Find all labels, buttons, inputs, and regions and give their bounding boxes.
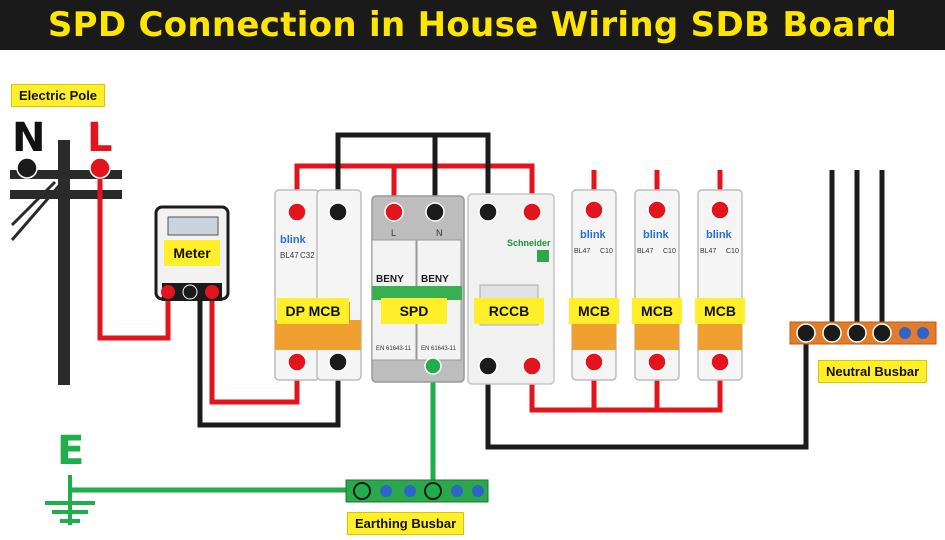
- wire-line-rccb-mcbs: [529, 362, 723, 413]
- mcb-1-body: blink BL47 C10: [571, 189, 617, 381]
- mcb-3-body: blink BL47 C10: [697, 189, 743, 381]
- line-letter: L: [87, 115, 113, 161]
- meter-label: Meter: [164, 240, 220, 266]
- mcb-3-label: MCB: [695, 298, 745, 324]
- spd-body: BENY BENY L N EN 61643-11 EN 61643-11: [371, 195, 465, 383]
- mcb-2-label: MCB: [632, 298, 682, 324]
- spd-pole-n: N: [436, 228, 443, 238]
- spd-brand-left: BENY: [376, 274, 404, 285]
- earth-letter: E: [57, 428, 85, 474]
- mcb-3-rating: C10: [726, 248, 739, 255]
- dp-mcb-brand: blink: [280, 234, 307, 246]
- wire-line-dpmcb-top: [294, 163, 397, 212]
- mcb-3-brand: blink: [706, 229, 733, 241]
- dp-mcb-model: BL47: [280, 251, 299, 260]
- mcb-1-label: MCB: [569, 298, 619, 324]
- rccb-label: RCCB: [474, 298, 544, 324]
- electric-pole: [10, 140, 122, 385]
- mcb-1-model: BL47: [574, 248, 590, 255]
- dp-mcb-rating: C32: [300, 251, 315, 260]
- dp-mcb-body: blink BL47 C32: [274, 189, 362, 381]
- page-title: SPD Connection in House Wiring SDB Board: [47, 5, 898, 45]
- earthing-busbar-label: Earthing Busbar: [347, 512, 465, 535]
- spd-label: SPD: [381, 298, 447, 324]
- neutral-busbar: [789, 321, 937, 345]
- electric-pole-label: Electric Pole: [11, 84, 106, 107]
- mcb-2-brand: blink: [643, 229, 670, 241]
- dp-mcb-label: DP MCB: [277, 298, 349, 324]
- mcb-2-body: blink BL47 C10: [634, 189, 680, 381]
- neutral-busbar-label: Neutral Busbar: [818, 360, 928, 383]
- spd-std-left: EN 61643-11: [376, 346, 412, 352]
- spd-pole-l: L: [391, 228, 396, 238]
- mcb-2-model: BL47: [637, 248, 653, 255]
- mcb-3-model: BL47: [700, 248, 716, 255]
- spd-brand-right: BENY: [421, 274, 449, 285]
- earth-symbol-icon: [45, 475, 95, 525]
- title-bar: SPD Connection in House Wiring SDB Board: [0, 0, 945, 50]
- neutral-letter: N: [12, 115, 46, 161]
- mcb-1-rating: C10: [600, 248, 613, 255]
- rccb-brand: Schneider: [507, 238, 551, 248]
- rccb-body: Schneider: [467, 193, 555, 385]
- wire-line-pole-meter: [97, 168, 171, 341]
- wire-line-meter-dpmcb: [209, 292, 300, 405]
- spd-std-right: EN 61643-11: [421, 346, 457, 352]
- mcb-1-brand: blink: [580, 229, 607, 241]
- wire-neutral-rccb-busbar: [485, 333, 809, 450]
- mcb-2-rating: C10: [663, 248, 676, 255]
- earthing-busbar: [345, 479, 489, 503]
- wire-neutral-dpmcb-top: [335, 132, 491, 212]
